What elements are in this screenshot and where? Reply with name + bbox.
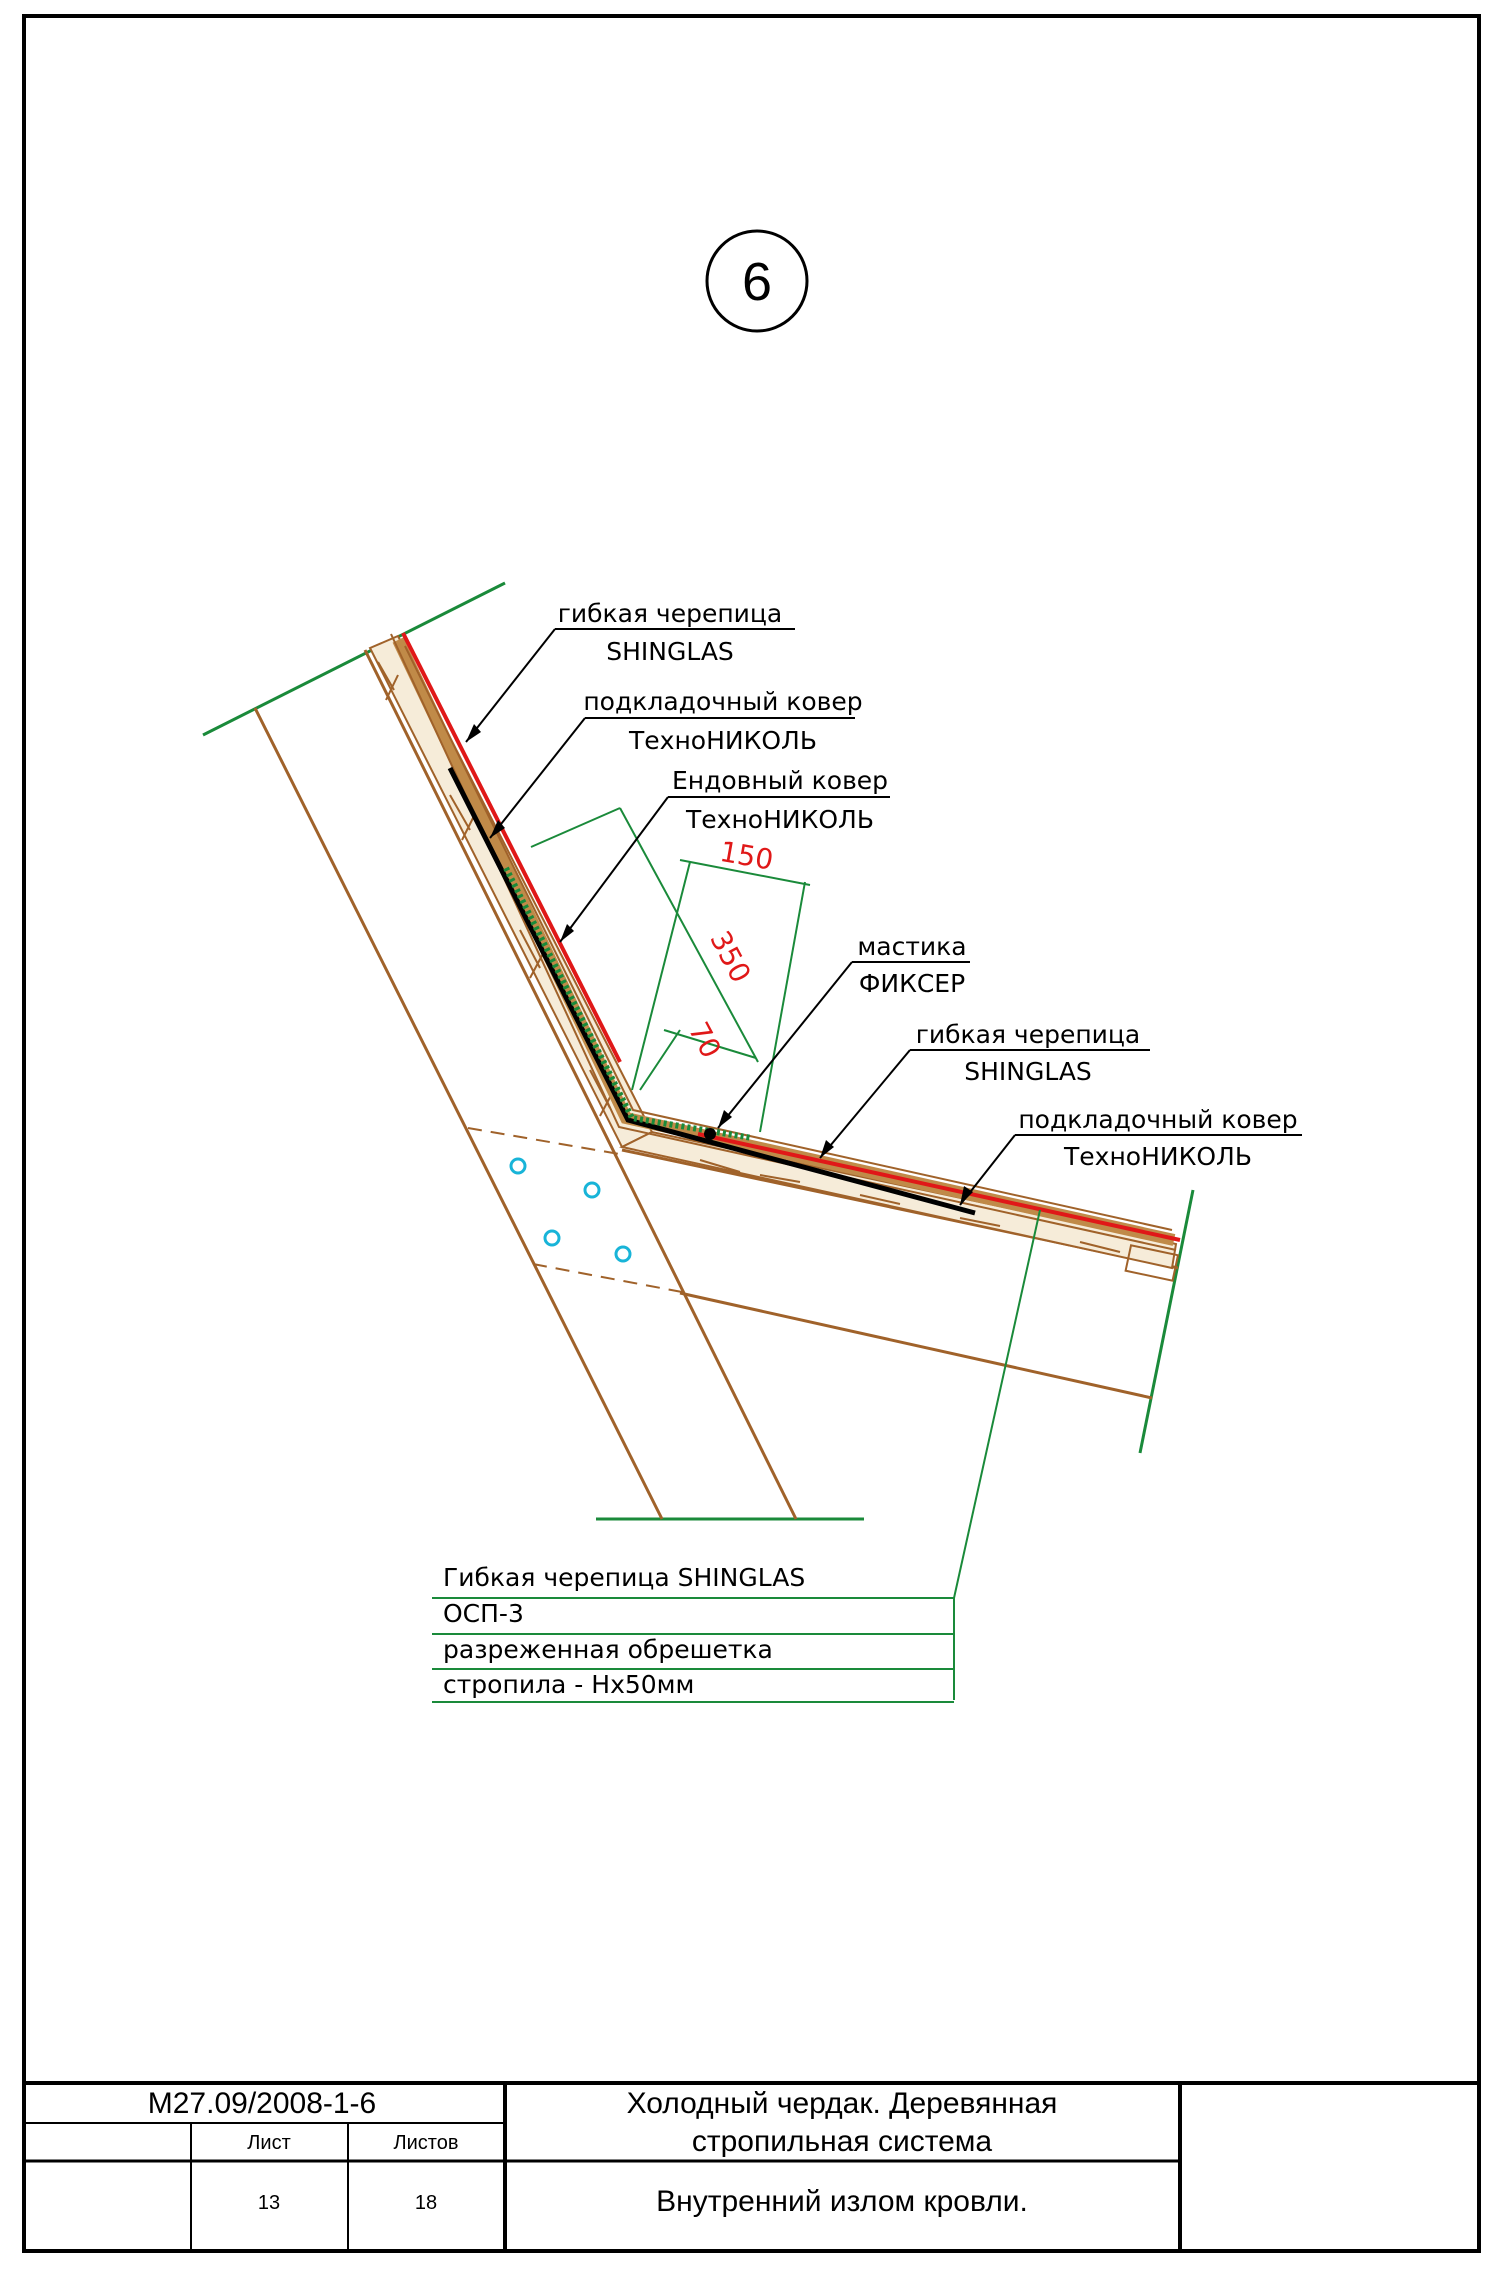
shingles-shallow — [697, 1132, 1181, 1242]
left-rafter-outer — [253, 707, 664, 1520]
callout-shingles-right: гибкая черепица SHINGLAS — [916, 1020, 1141, 1086]
svg-text:ТехноНИКОЛЬ: ТехноНИКОЛЬ — [1063, 1142, 1252, 1171]
dim-70: 70 — [682, 1017, 728, 1064]
sheets-count: 18 — [415, 2192, 437, 2214]
svg-text:гибкая черепица: гибкая черепица — [558, 599, 783, 628]
layer-1: Гибкая черепица SHINGLAS — [443, 1563, 805, 1592]
nail-4 — [614, 1245, 632, 1263]
svg-text:мастика: мастика — [857, 932, 966, 961]
subtitle: Внутренний излом кровли. — [656, 2185, 1028, 2218]
break-line-right — [1138, 1189, 1195, 1454]
right-rafter-bottom — [679, 1291, 1153, 1400]
svg-text:ФИКСЕР: ФИКСЕР — [859, 969, 965, 998]
title-block — [24, 2081, 1479, 2251]
layer-4: стропила - Нх50мм — [443, 1670, 694, 1699]
nail-1 — [509, 1157, 527, 1175]
detail-marker: 6 — [705, 229, 809, 333]
callout-underlay-top: подкладочный ковер ТехноНИКОЛЬ — [583, 687, 862, 755]
shingles-steep — [401, 632, 622, 1063]
sheet-label: Лист — [247, 2132, 290, 2154]
dimensions — [530, 807, 811, 1133]
lathing-shallow — [619, 1130, 1178, 1270]
title-line-1: Холодный чердак. Деревянная — [627, 2087, 1058, 2120]
svg-text:ТехноНИКОЛЬ: ТехноНИКОЛЬ — [628, 726, 817, 755]
callout-mastic: мастика ФИКСЕР — [857, 932, 966, 998]
sheets-label: Листов — [394, 2132, 459, 2154]
layer-2: ОСП-3 — [443, 1599, 524, 1628]
layers-table: Гибкая черепица SHINGLAS ОСП-3 разреженн… — [432, 1209, 1041, 1703]
title-line-2: стропильная система — [692, 2125, 993, 2158]
lathing-end — [1124, 1244, 1180, 1282]
sheet-number: 13 — [258, 2192, 280, 2214]
joint-dash-1 — [467, 1127, 626, 1156]
break-line-left — [202, 581, 506, 737]
underlay-layer — [447, 766, 976, 1216]
left-rafter-inner — [363, 649, 798, 1520]
detail-number: 6 — [742, 252, 772, 312]
svg-text:гибкая черепица: гибкая черепица — [916, 1020, 1141, 1049]
svg-text:ТехноНИКОЛЬ: ТехноНИКОЛЬ — [685, 805, 874, 834]
nail-2 — [583, 1181, 601, 1199]
roof-structure — [202, 581, 1195, 1521]
dim-150: 150 — [717, 835, 775, 877]
svg-text:Ендовный ковер: Ендовный ковер — [672, 766, 888, 795]
callout-leaders — [465, 628, 1302, 1206]
callout-arrowheads — [466, 724, 973, 1205]
callout-valley-carpet: Ендовный ковер ТехноНИКОЛЬ — [672, 766, 888, 834]
doc-code: М27.09/2008-1-6 — [148, 2087, 377, 2120]
callout-underlay-right: подкладочный ковер ТехноНИКОЛЬ — [1018, 1105, 1297, 1171]
joint-dash-2 — [532, 1263, 683, 1293]
svg-text:подкладочный ковер: подкладочный ковер — [583, 687, 862, 716]
nail-3 — [543, 1229, 561, 1247]
callout-shingles-top: гибкая черепица SHINGLAS — [558, 599, 783, 666]
layer-3: разреженная обрешетка — [443, 1635, 773, 1664]
dim-350: 350 — [703, 925, 757, 988]
mastic-dot — [704, 1128, 716, 1140]
sheet-frame — [22, 14, 1481, 2253]
svg-text:SHINGLAS: SHINGLAS — [964, 1057, 1092, 1086]
svg-text:подкладочный ковер: подкладочный ковер — [1018, 1105, 1297, 1134]
nails — [509, 1157, 632, 1263]
svg-text:SHINGLAS: SHINGLAS — [606, 637, 734, 666]
